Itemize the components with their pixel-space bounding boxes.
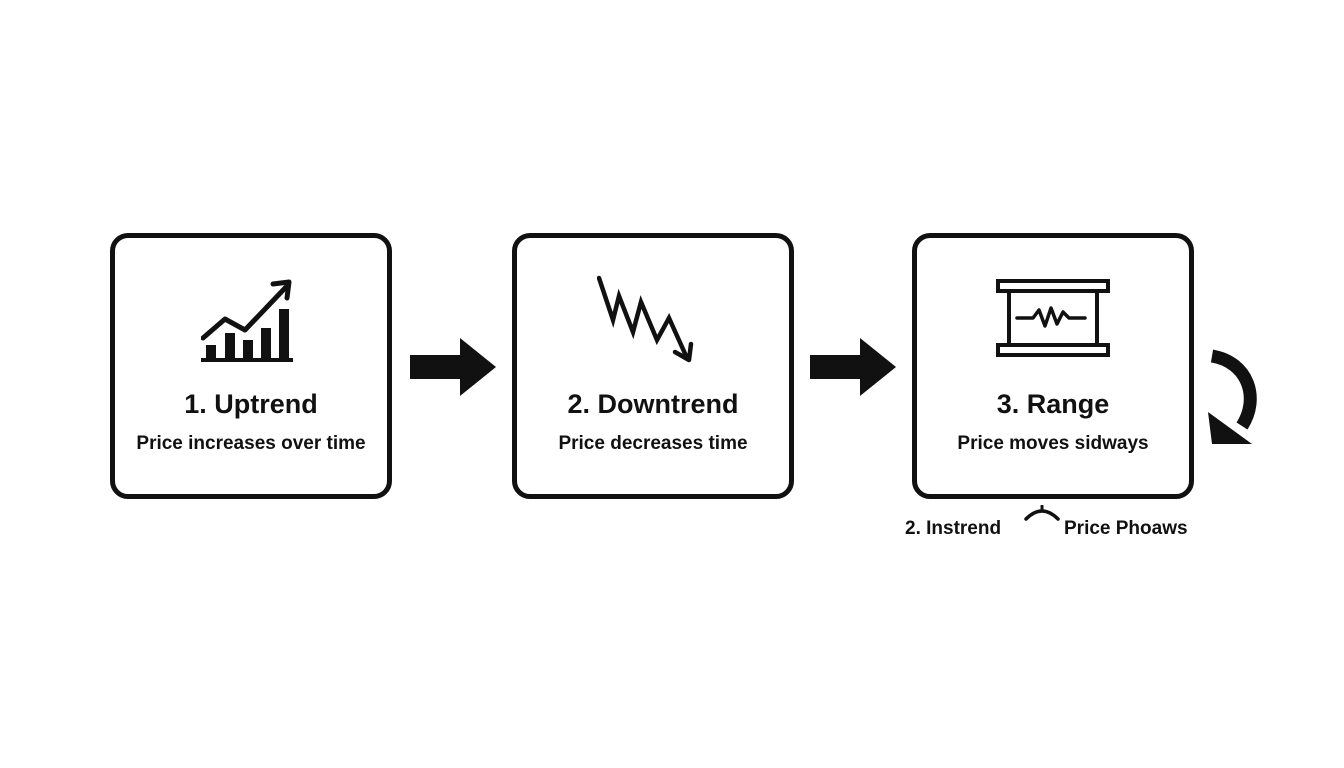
right-arrow-icon bbox=[810, 338, 896, 396]
stage-downtrend-box: 2. Downtrend Price decreases time bbox=[512, 233, 794, 499]
annotation-left: 2. Instrend bbox=[905, 518, 1002, 539]
stage-description: Price moves sidways bbox=[957, 433, 1149, 454]
uptrend-chart-icon bbox=[115, 276, 387, 362]
annotation-right: Price Phoaws bbox=[1064, 518, 1188, 539]
downtrend-arrow-icon bbox=[517, 274, 789, 364]
stage-description: Price increases over time bbox=[136, 433, 366, 454]
brace-icon bbox=[1024, 505, 1060, 521]
stage-description: Price decreases time bbox=[558, 433, 748, 454]
stage-uptrend-box: 1. Uptrend Price increases over time bbox=[110, 233, 392, 499]
right-arrow-icon bbox=[410, 338, 496, 396]
range-channel-icon bbox=[917, 278, 1189, 358]
stage-range-box: 3. Range Price moves sidways bbox=[912, 233, 1194, 499]
stage-title: 3. Range bbox=[996, 389, 1110, 419]
loop-back-arrow-icon bbox=[1208, 349, 1257, 444]
stage-title: 1. Uptrend bbox=[184, 389, 318, 419]
stage-title: 2. Downtrend bbox=[567, 389, 739, 419]
